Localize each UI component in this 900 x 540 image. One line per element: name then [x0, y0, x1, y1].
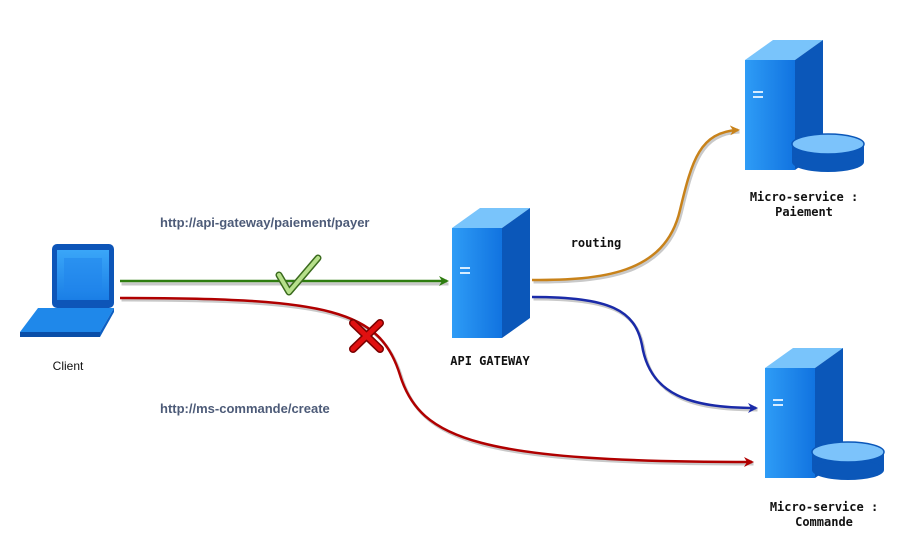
gateway-server-icon — [452, 208, 530, 338]
cross-icon — [349, 319, 384, 353]
laptop-icon — [20, 244, 114, 337]
paiement-database-icon — [791, 133, 865, 172]
commande-database-icon — [811, 441, 885, 480]
routing-label: routing — [570, 236, 622, 250]
commande-label-line2: Commande — [795, 515, 853, 529]
checkmark-icon — [275, 254, 322, 296]
commande-label-line1: Micro-service : — [769, 500, 879, 514]
gateway-url-label: http://api-gateway/paiement/payer — [160, 215, 370, 230]
edge-client-to-commande — [119, 296, 754, 467]
edge-gateway-to-commande — [531, 295, 758, 413]
gateway-label: API GATEWAY — [450, 354, 530, 368]
paiement-label-line2: Paiement — [775, 205, 833, 219]
paiement-label-line1: Micro-service : — [749, 190, 859, 204]
commande-label: Micro-service : Commande — [754, 500, 894, 530]
paiement-label: Micro-service : Paiement — [734, 190, 874, 220]
edge-gateway-to-paiement — [531, 125, 740, 284]
client-label: Client — [52, 359, 84, 373]
direct-url-label: http://ms-commande/create — [160, 401, 330, 416]
